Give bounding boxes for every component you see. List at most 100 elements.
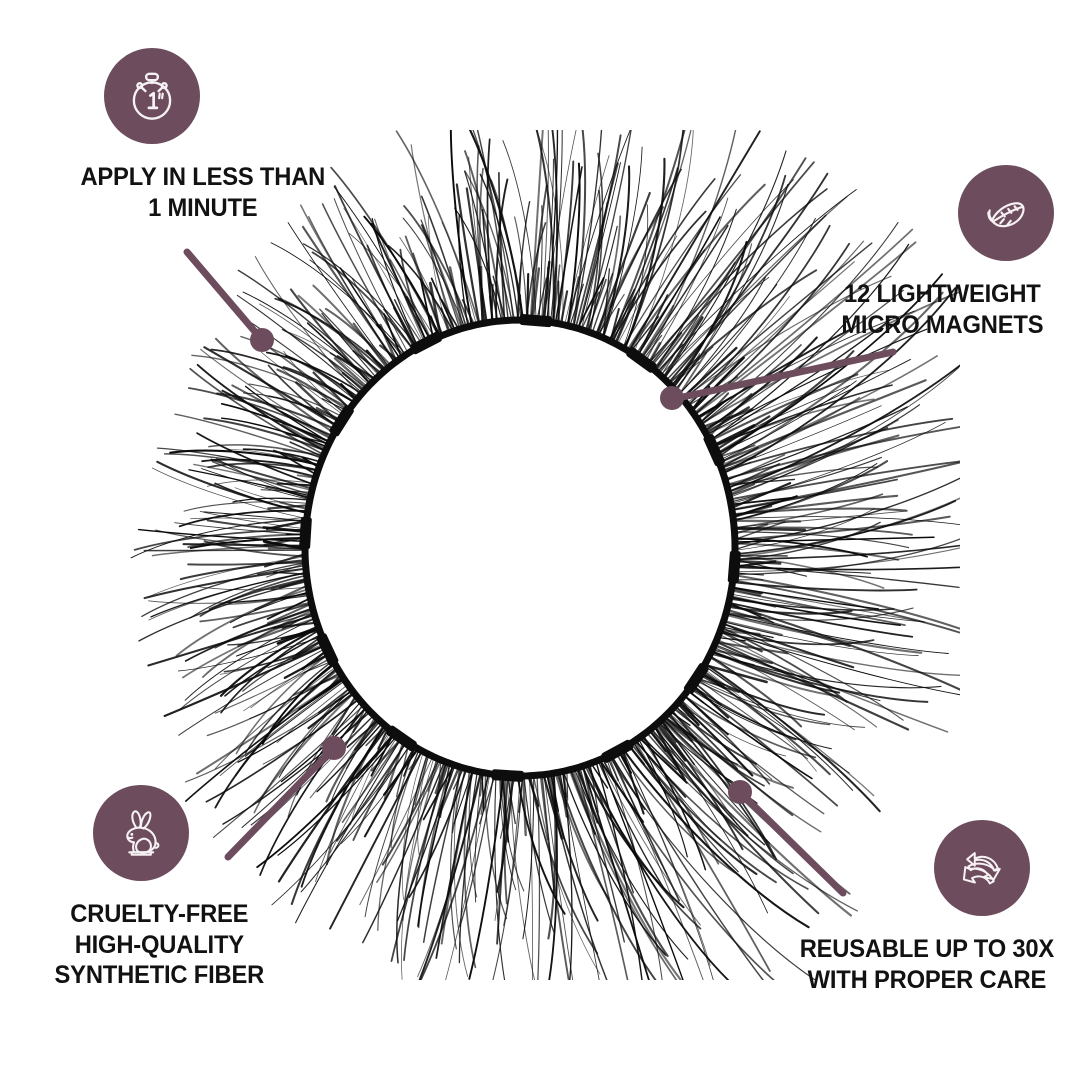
lash-fiber-root: [272, 621, 318, 629]
lash-fiber: [716, 638, 949, 733]
lash-fiber: [734, 536, 935, 543]
lash-fiber-root: [724, 454, 786, 482]
lash-fiber: [708, 655, 803, 728]
lash-fiber: [417, 763, 454, 927]
lash-fiber: [479, 173, 519, 321]
lash-fiber-root: [328, 359, 365, 393]
stopwatch-icon: [132, 72, 172, 120]
lash-fiber: [732, 573, 960, 630]
lash-fiber-root: [276, 482, 315, 487]
lash-fiber: [680, 699, 773, 780]
lash-fiber: [330, 166, 440, 338]
lash-fiber-root: [661, 316, 704, 380]
feature-label: APPLY IN LESS THAN 1 MINUTE: [80, 163, 326, 222]
lash-fiber: [640, 224, 729, 361]
lash-fiber: [622, 204, 649, 349]
lash-fiber: [468, 774, 505, 980]
lash-fiber: [190, 517, 307, 522]
lash-fiber: [163, 453, 317, 478]
lash-fiber: [588, 763, 635, 894]
lash-fiber-root: [419, 278, 435, 341]
lash-fiber: [302, 243, 419, 349]
lash-fiber-root: [730, 497, 793, 506]
lash-fiber-root: [352, 708, 369, 733]
feature-micro-magnets: 12 LIGHTWEIGHT MICRO MAGNETS: [810, 165, 1075, 340]
lash-fiber-root: [567, 276, 580, 327]
lash-fiber-root: [307, 691, 356, 730]
lash-fiber-root: [636, 294, 669, 358]
lash-fiber: [214, 337, 336, 435]
lash-fiber: [311, 251, 415, 351]
lash-fiber-root: [589, 762, 599, 814]
lash-fiber-root: [716, 431, 755, 459]
lash-fiber: [248, 383, 345, 418]
lash-fiber-root: [267, 504, 310, 510]
lash-fiber: [214, 666, 337, 770]
lash-fiber: [389, 259, 433, 341]
feature-cruelty-free: CRUELTY-FREE HIGH-QUALITY SYNTHETIC FIBE…: [22, 785, 297, 991]
lash-fiber: [458, 770, 478, 964]
lash-fiber-root: [248, 516, 308, 525]
lash-fiber: [271, 743, 412, 906]
lash-fiber-root: [453, 769, 473, 825]
lash-fiber-root: [536, 277, 548, 322]
lash-fiber: [276, 368, 350, 412]
lash-fiber-root: [676, 701, 700, 726]
lash-fiber: [731, 494, 899, 517]
lash-fiber-root: [279, 501, 309, 511]
lash-fiber-root: [392, 306, 418, 350]
lash-fiber: [609, 754, 681, 902]
lash-fiber-root: [710, 424, 756, 448]
lash-fiber: [199, 510, 307, 530]
lash-fiber: [362, 760, 446, 944]
lash-fiber-root: [461, 269, 473, 327]
lash-fiber: [211, 460, 312, 496]
lash-fiber-root: [440, 299, 460, 331]
lash-fiber: [441, 221, 477, 326]
lash-fiber-root: [725, 478, 796, 486]
lash-fiber: [562, 770, 573, 980]
lash-fiber: [695, 677, 809, 760]
lash-fiber-root: [334, 690, 354, 703]
lash-fiber-root: [291, 638, 325, 660]
lash-fiber: [403, 205, 471, 328]
lash-fiber: [536, 774, 541, 980]
lash-fiber: [495, 178, 509, 323]
lash-fiber: [458, 213, 469, 328]
lash-fiber: [733, 544, 960, 560]
lash-fiber: [529, 775, 533, 980]
lash-fiber: [516, 201, 531, 321]
lash-fiber-root: [526, 273, 530, 322]
lash-fiber-root: [440, 307, 451, 334]
lash-fiber-root: [292, 673, 343, 696]
lash-fiber: [529, 774, 599, 955]
lash-fiber-root: [283, 652, 331, 680]
lash-fiber-root: [272, 571, 308, 576]
lash-fiber-root: [370, 737, 404, 772]
lash-fiber: [174, 413, 324, 460]
lash-fiber: [363, 745, 416, 838]
lash-fiber-root: [638, 304, 675, 360]
lash-fiber: [178, 647, 328, 736]
magnet-segment: [316, 633, 339, 666]
lash-fiber: [184, 689, 353, 783]
lash-fiber-root: [383, 747, 420, 796]
lash-fiber-root: [722, 461, 752, 474]
lash-fiber: [730, 456, 882, 503]
lash-fiber-root: [728, 483, 756, 496]
lash-fiber-root: [582, 765, 593, 807]
lash-fiber: [143, 567, 307, 600]
lash-fiber: [287, 222, 390, 368]
lash-fiber-root: [552, 264, 561, 324]
lash-fiber-root: [280, 411, 333, 438]
lash-fiber-root: [354, 719, 381, 751]
lash-fiber: [244, 659, 334, 754]
lash-fiber: [654, 157, 807, 373]
lash-fiber-root: [732, 519, 802, 523]
lash-fiber: [440, 769, 474, 945]
lash-fiber-root: [601, 757, 615, 783]
lash-fiber: [731, 581, 918, 592]
lash-fiber: [733, 564, 872, 574]
lash-fiber-root: [267, 645, 327, 669]
lash-fiber: [175, 588, 310, 657]
